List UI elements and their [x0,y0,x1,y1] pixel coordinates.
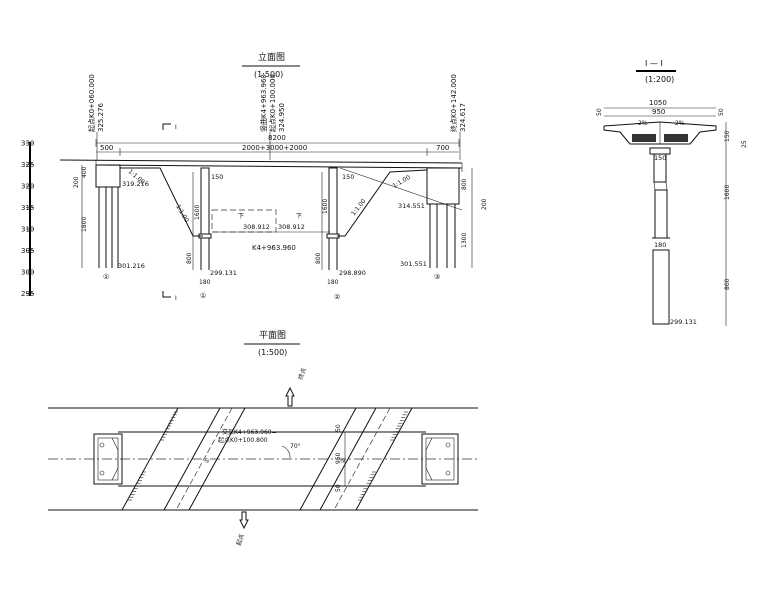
elev-abut-right-top: 314.551 [398,202,425,210]
dim-total: 8200 [268,134,286,142]
section-col-w: 180 [654,241,666,249]
pier-label-3: ③ [434,273,440,281]
elev-pier1-bot: 299.131 [210,269,237,277]
pier2-col: 1600 [322,199,329,214]
section-right-edge: 50 [718,108,725,116]
elev-pier2-bot: 298.890 [339,269,366,277]
section-mark-top: I [175,124,177,131]
road-elev-left: 308.912 [243,223,270,231]
elevation-view: 立面图 (1:500) I I 330 325 320 315 310 305 300 295… [21,51,488,302]
plan-dim-top: 50 [335,424,342,432]
pier2-pile: 800 [315,252,322,264]
road-station: K4+963.960 [252,244,296,252]
pier-label-1-left: ① [103,273,109,281]
station-center: 竖曲K4+963.960 [259,74,268,132]
road-elev-right: 308.912 [278,223,305,231]
plan-dir-left: 起点 [234,533,246,547]
section-top-width: 1050 [649,99,667,107]
arrow-up-icon [285,386,295,407]
scale-tick-label: 310 [21,226,34,234]
level-scale: 330 325 320 315 310 305 300 295 [21,140,34,299]
section-slope-right: 2% [675,120,685,127]
dim-right-overhang: 700 [436,144,449,152]
elevation-title: 立面图 [258,51,285,63]
pier1-cap: 180 [199,279,211,286]
elev-abut-left-top: 319.216 [122,180,149,188]
elev-left-deck: 325.276 [97,103,105,132]
plan-dir-right: 终点 [296,367,308,381]
arrow-down-icon [239,511,249,530]
abut-left-pile: 1800 [81,217,88,232]
road-label-left: 下 [238,213,244,220]
section-view: I — I (1:200) 1050 950 50 50 2% 2% 150 2… [596,59,748,326]
section-title: I — I [645,59,663,68]
scale-tick-label: 330 [21,140,34,148]
scale-tick-label: 325 [21,161,34,169]
elevation-scale: (1:500) [254,70,283,79]
abut-right-h2: 200 [481,198,488,210]
slope-left-2: 1:1.00 [174,204,190,224]
section-mark-bottom: I [175,295,177,302]
abut-right-h1: 800 [461,178,468,190]
pier-label-1: ① [200,292,206,300]
pier-label-2: ② [334,293,340,301]
slope-right-2: 1:1.00 [392,174,412,190]
pier1-col: 1600 [194,205,201,220]
plan-view: 平面图 (1:500) ① ② 交叉K4+963.960= 起点K0 [48,330,478,547]
section-deck-thk: 150 [724,130,731,142]
elev-abut-right-bot: 301.551 [400,260,427,268]
plan-angle: 70° [290,443,301,450]
scale-tick-label: 305 [21,247,34,255]
section-slope-left: 2% [638,120,648,127]
section-deck-thk2: 25 [741,140,748,148]
section-pile-h: 800 [724,278,731,290]
section-scale: (1:200) [645,75,674,84]
plan-lane-1: ① [203,457,211,464]
abut-left-h2: 200 [73,176,80,188]
plan-lane-2: ② [339,457,348,465]
dim-spans: 2000+3000+2000 [242,144,307,152]
pier1-top: 150 [211,173,223,181]
dim-left-overhang: 500 [100,144,113,152]
plan-dim-bot: 50 [335,484,342,492]
pier1-pile: 800 [186,252,193,264]
road-label-right: 下 [296,213,302,220]
plan-title: 平面图 [259,330,286,341]
elev-right-deck: 324.617 [459,103,467,132]
plan-station-2: 起点K0+100.800 [218,436,268,444]
scale-tick-label: 300 [21,269,34,277]
abut-left-h1: 400 [81,166,88,178]
scale-tick-label: 320 [21,183,34,191]
elev-abut-left-bot: 301.216 [118,262,145,270]
section-bottom-width: 950 [652,108,665,116]
section-pile-elev: 299.131 [670,318,697,326]
station-left: 起点K0+060.000 [88,74,96,132]
abut-right-pile: 1300 [461,233,468,248]
section-col-h: 1600 [724,185,731,200]
pier2-cap: 180 [327,279,339,286]
plan-scale: (1:500) [258,348,287,357]
station-center-2: 起点K0+100.000 [269,74,277,132]
scale-tick-label: 295 [21,290,34,298]
plan-dim-mid: 950 [335,452,342,464]
scale-tick-label: 315 [21,204,34,212]
section-left-edge: 50 [596,108,603,116]
elev-center-deck: 324.950 [278,103,286,132]
station-right: 终点K0+142.000 [449,74,458,132]
section-cap-h: 150 [654,154,666,162]
plan-station: 交叉K4+963.960= [222,428,277,436]
pier2-top: 150 [342,173,354,181]
